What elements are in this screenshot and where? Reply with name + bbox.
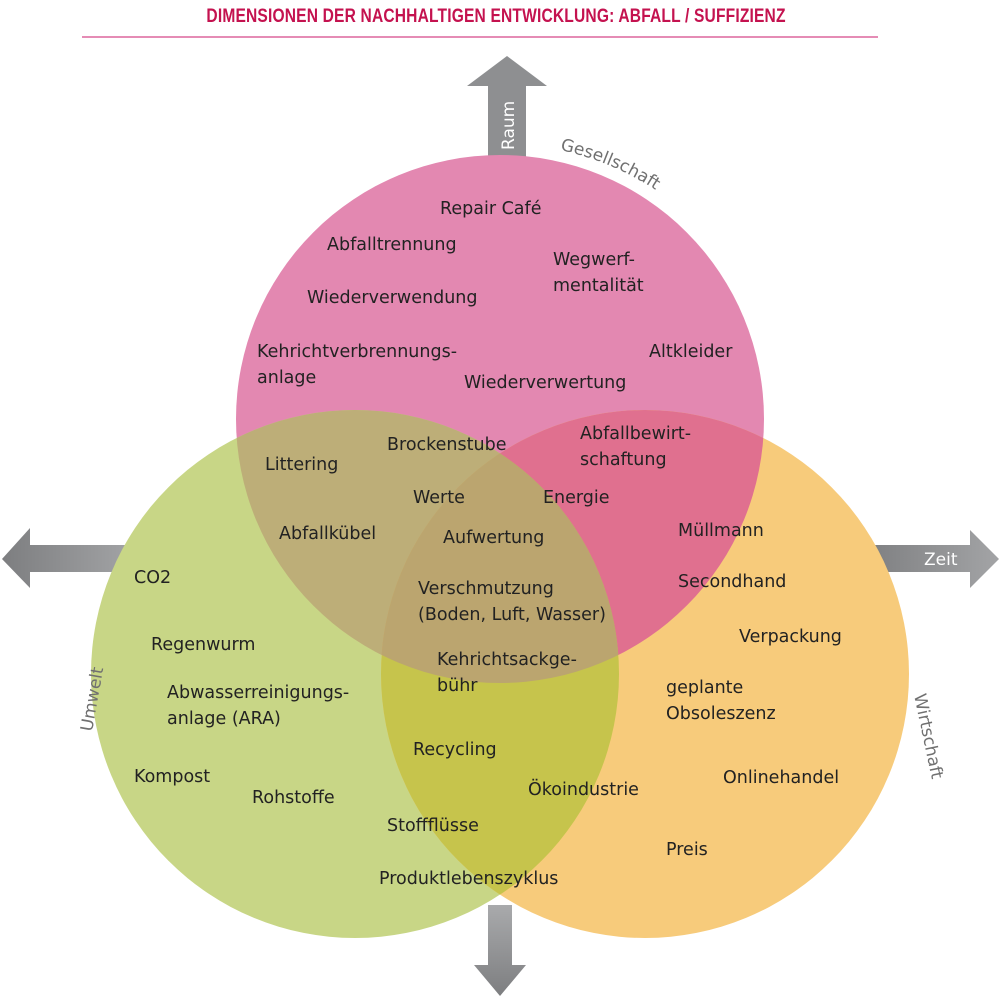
term-line: (Boden, Luft, Wasser) (418, 605, 606, 625)
term-line: schaftung (580, 450, 667, 470)
term-wirtschaft: Verpackung (739, 627, 842, 647)
term-line: CO2 (134, 568, 171, 588)
term-line: Energie (543, 488, 610, 508)
term-line: Abfallbewirt- (580, 424, 691, 444)
term-line: Stoffflüsse (387, 816, 479, 836)
term-line: Abwasserreinigungs- (167, 683, 349, 703)
term-wirtschaft: Preis (666, 840, 708, 860)
term-line: Recycling (413, 740, 497, 760)
term-line: Secondhand (678, 572, 786, 592)
term-gesellschaft-umwelt: Littering (265, 455, 338, 475)
arrow-right-zeit (862, 530, 999, 588)
term-line: Obsoleszenz (666, 704, 776, 724)
term-line: Kehrichtsackge- (437, 650, 577, 670)
term-line: Repair Café (440, 199, 541, 219)
term-gesellschaft-wirtschaft: Müllmann (678, 521, 764, 541)
term-gesellschaft: Altkleider (649, 342, 733, 362)
term-line: Preis (666, 840, 708, 860)
term-umwelt-wirtschaft: Ökoindustrie (528, 778, 639, 800)
diagram-title: DIMENSIONEN DER NACHHALTIGEN ENTWICKLUNG… (206, 6, 786, 27)
term-line: Wiederverwendung (307, 288, 478, 308)
term-gesellschaft: Abfalltrennung (327, 235, 457, 255)
arrow-left (2, 528, 135, 588)
term-line: bühr (437, 676, 478, 696)
term-center: Aufwertung (443, 528, 544, 548)
term-line: Aufwertung (443, 528, 544, 548)
arrow-up-raum (467, 56, 547, 160)
arrow-down (474, 905, 526, 996)
term-umwelt-wirtschaft: Stoffflüsse (387, 816, 479, 836)
term-center: Werte (413, 488, 465, 508)
term-line: Kompost (134, 767, 210, 787)
term-line: Wiederverwertung (464, 373, 626, 393)
term-line: Onlinehandel (723, 768, 839, 788)
term-center: Kehrichtsackge-bühr (437, 650, 577, 696)
term-umwelt: Kompost (134, 767, 210, 787)
dimension-label-wirtschaft: Wirtschaft (909, 692, 947, 781)
term-line: Werte (413, 488, 465, 508)
term-gesellschaft: Repair Café (440, 199, 541, 219)
term-labels: Repair CaféAbfalltrennungWegwerf-mentali… (134, 199, 842, 889)
term-line: Rohstoffe (252, 788, 335, 808)
overlap-center (381, 410, 619, 683)
term-gesellschaft: Kehrichtverbrennungs-anlage (257, 342, 457, 388)
term-line: Verpackung (739, 627, 842, 647)
term-line: anlage (ARA) (167, 709, 281, 729)
term-center: Verschmutzung (Boden, Luft, Wasser) (418, 579, 606, 625)
term-umwelt: Regenwurm (151, 635, 255, 655)
term-gesellschaft-umwelt: Brockenstube (387, 435, 506, 455)
term-line: Altkleider (649, 342, 733, 362)
term-gesellschaft: Wegwerf-mentalität (553, 250, 644, 296)
term-line: geplante (666, 678, 743, 698)
term-umwelt-wirtschaft: Recycling (413, 740, 497, 760)
term-line: mentalität (553, 276, 644, 296)
term-umwelt: CO2 (134, 568, 171, 588)
term-line: Ökoindustrie (528, 778, 639, 800)
term-line: Verschmutzung (418, 579, 554, 599)
arrow-label-raum: Raum (499, 101, 519, 150)
term-gesellschaft: Wiederverwertung (464, 373, 626, 393)
arrow-label-zeit: Zeit (924, 550, 958, 570)
term-line: anlage (257, 368, 316, 388)
term-line: Littering (265, 455, 338, 475)
term-line: Müllmann (678, 521, 764, 541)
term-gesellschaft-wirtschaft: Energie (543, 488, 610, 508)
term-line: Wegwerf- (553, 250, 635, 270)
term-gesellschaft-wirtschaft: Abfallbewirt-schaftung (580, 424, 691, 470)
term-line: Abfalltrennung (327, 235, 457, 255)
term-line: Brockenstube (387, 435, 506, 455)
term-wirtschaft: Onlinehandel (723, 768, 839, 788)
term-umwelt-wirtschaft: Produktlebenszyklus (379, 869, 558, 889)
term-gesellschaft-umwelt: Abfallkübel (279, 524, 376, 544)
term-line: Kehrichtverbrennungs- (257, 342, 457, 362)
term-gesellschaft-wirtschaft: Secondhand (678, 572, 786, 592)
term-umwelt: Rohstoffe (252, 788, 335, 808)
term-line: Produktlebenszyklus (379, 869, 558, 889)
term-umwelt: Abwasserreinigungs-anlage (ARA) (167, 683, 349, 729)
term-line: Regenwurm (151, 635, 255, 655)
term-line: Abfallkübel (279, 524, 376, 544)
title-divider (82, 36, 878, 38)
term-gesellschaft: Wiederverwendung (307, 288, 478, 308)
